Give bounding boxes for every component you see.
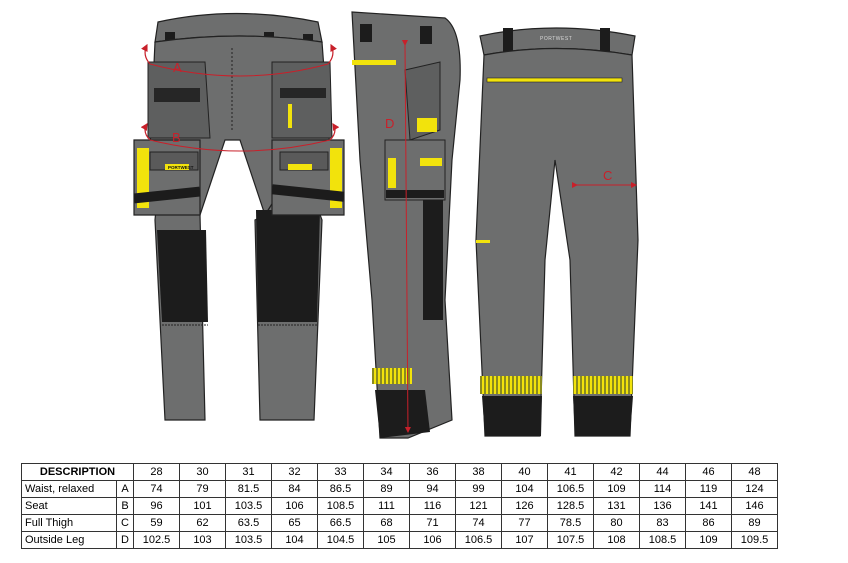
side-view: D (351, 11, 461, 439)
size-header: 31 (225, 463, 272, 481)
size-header: 48 (731, 463, 778, 481)
table-cell: 83 (639, 514, 686, 532)
size-header: 41 (547, 463, 594, 481)
table-row: Outside Leg D 102.5 103 103.5 104 104.5 … (21, 531, 778, 549)
table-cell: 99 (455, 480, 502, 498)
table-cell: 111 (363, 497, 410, 515)
table-cell: 106.5 (455, 531, 502, 549)
table-cell: 136 (639, 497, 686, 515)
row-code: B (116, 497, 134, 515)
table-cell: 102.5 (133, 531, 180, 549)
table-cell: 109 (593, 480, 640, 498)
table-cell: 78.5 (547, 514, 594, 532)
size-header: 32 (271, 463, 318, 481)
table-cell: 71 (409, 514, 456, 532)
size-header: 42 (593, 463, 640, 481)
row-code: C (116, 514, 134, 532)
table-cell: 109.5 (731, 531, 778, 549)
table-cell: 94 (409, 480, 456, 498)
table-cell: 66.5 (317, 514, 364, 532)
front-view: PORTWEST A B (133, 12, 345, 421)
table-cell: 131 (593, 497, 640, 515)
table-cell: 114 (639, 480, 686, 498)
table-cell: 128.5 (547, 497, 594, 515)
size-header: 34 (363, 463, 410, 481)
row-label: Seat (21, 497, 117, 515)
table-cell: 65 (271, 514, 318, 532)
table-cell: 146 (731, 497, 778, 515)
table-cell: 77 (501, 514, 548, 532)
table-cell: 104 (271, 531, 318, 549)
table-cell: 104.5 (317, 531, 364, 549)
size-header: 33 (317, 463, 364, 481)
size-header: 44 (639, 463, 686, 481)
table-cell: 116 (409, 497, 456, 515)
table-cell: 74 (133, 480, 180, 498)
back-view: PORTWEST C (475, 27, 639, 437)
row-label: Outside Leg (21, 531, 117, 549)
table-cell: 74 (455, 514, 502, 532)
table-cell: 59 (133, 514, 180, 532)
label-A: A (173, 60, 182, 75)
table-cell: 106 (271, 497, 318, 515)
size-header: 30 (179, 463, 226, 481)
table-cell: 103.5 (225, 497, 272, 515)
size-header: 46 (685, 463, 732, 481)
table-cell: 96 (133, 497, 180, 515)
table-cell: 108.5 (639, 531, 686, 549)
row-label: Waist, relaxed (21, 480, 117, 498)
table-cell: 119 (685, 480, 732, 498)
table-cell: 68 (363, 514, 410, 532)
header-description: DESCRIPTION (21, 463, 134, 481)
size-header: 40 (501, 463, 548, 481)
table-cell: 106 (409, 531, 456, 549)
table-cell: 105 (363, 531, 410, 549)
table-cell: 62 (179, 514, 226, 532)
table-row: Seat B 96 101 103.5 106 108.5 111 116 12… (21, 497, 778, 515)
table-cell: 81.5 (225, 480, 272, 498)
table-cell: 86.5 (317, 480, 364, 498)
table-cell: 107.5 (547, 531, 594, 549)
table-cell: 84 (271, 480, 318, 498)
row-label: Full Thigh (21, 514, 117, 532)
table-cell: 124 (731, 480, 778, 498)
table-cell: 126 (501, 497, 548, 515)
table-row: Full Thigh C 59 62 63.5 65 66.5 68 71 74… (21, 514, 778, 532)
pocket-brand-text: PORTWEST (168, 165, 194, 170)
table-cell: 89 (363, 480, 410, 498)
table-cell: 86 (685, 514, 732, 532)
table-cell: 103 (179, 531, 226, 549)
table-cell: 121 (455, 497, 502, 515)
size-chart-table: DESCRIPTION 28 30 31 32 33 34 36 38 40 4… (21, 463, 778, 549)
table-row: Waist, relaxed A 74 79 81.5 84 86.5 89 9… (21, 480, 778, 498)
table-cell: 103.5 (225, 531, 272, 549)
size-header: 36 (409, 463, 456, 481)
table-cell: 108.5 (317, 497, 364, 515)
table-cell: 79 (179, 480, 226, 498)
table-cell: 89 (731, 514, 778, 532)
table-cell: 106.5 (547, 480, 594, 498)
table-cell: 109 (685, 531, 732, 549)
table-cell: 104 (501, 480, 548, 498)
table-cell: 80 (593, 514, 640, 532)
label-C: C (603, 168, 612, 183)
table-cell: 108 (593, 531, 640, 549)
table-cell: 141 (685, 497, 732, 515)
table-cell: 63.5 (225, 514, 272, 532)
label-D: D (385, 116, 394, 131)
table-cell: 101 (179, 497, 226, 515)
trouser-technical-drawings: PORTWEST A B (133, 11, 639, 439)
size-header: 28 (133, 463, 180, 481)
size-header: 38 (455, 463, 502, 481)
row-code: A (116, 480, 134, 498)
table-header-row: DESCRIPTION 28 30 31 32 33 34 36 38 40 4… (21, 463, 778, 481)
table-cell: 107 (501, 531, 548, 549)
row-code: D (116, 531, 134, 549)
back-brand-text: PORTWEST (540, 36, 572, 42)
label-B: B (172, 130, 181, 145)
